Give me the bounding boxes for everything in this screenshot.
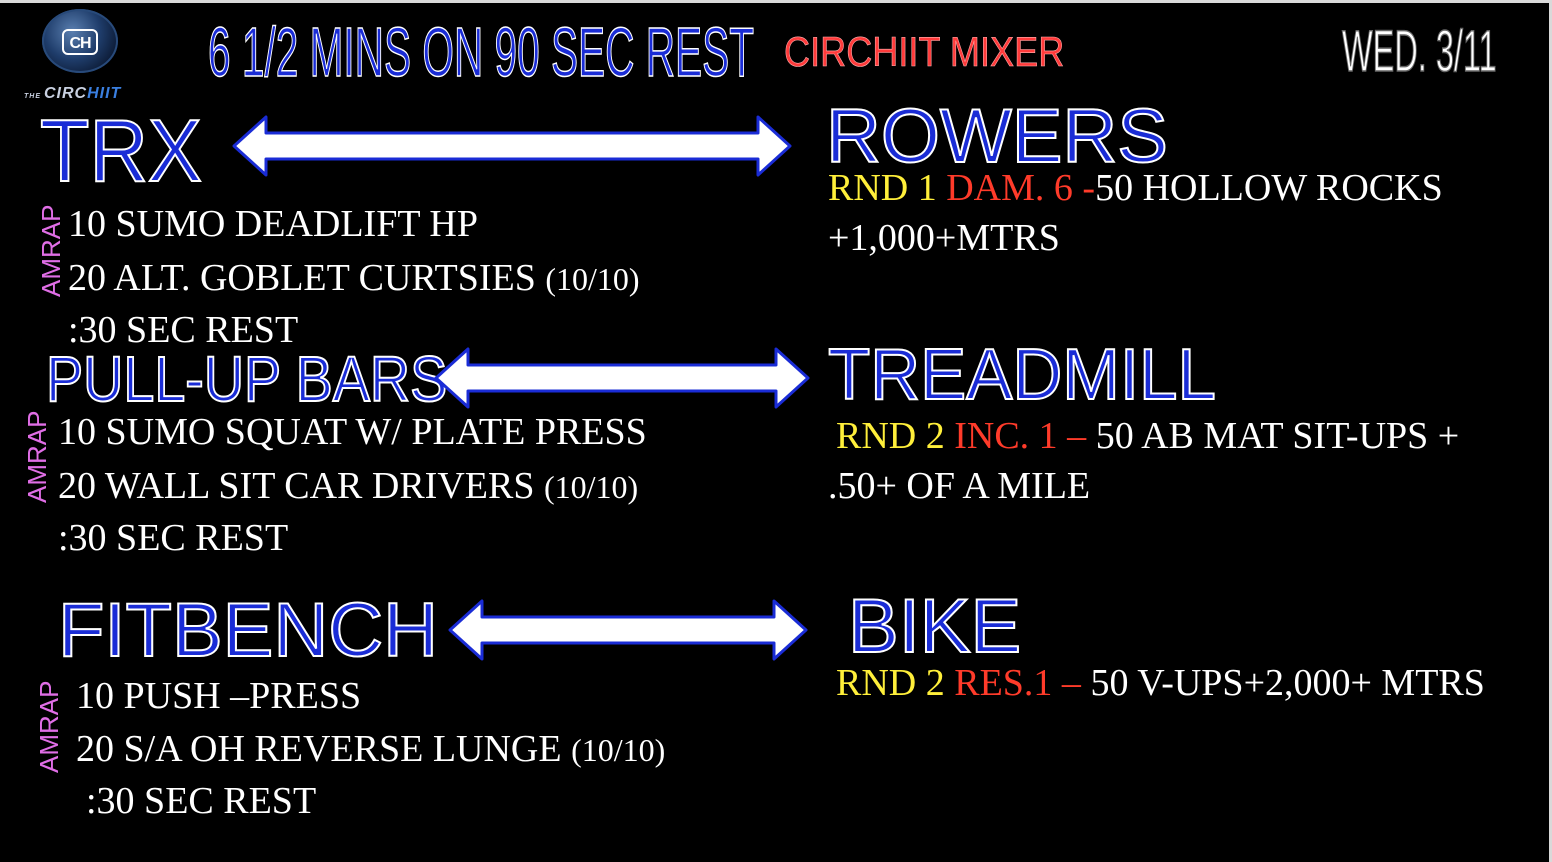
- double-arrow-icon: [434, 347, 810, 409]
- exercise-text: 20 ALT. GOBLET CURTSIES: [68, 257, 536, 299]
- round-detail: 50 HOLLOW ROCKS: [1095, 167, 1443, 209]
- station-trx: TRX: [39, 101, 203, 200]
- exercise-line: 20 ALT. GOBLET CURTSIES (10/10): [68, 259, 640, 297]
- exercise-line: 10 SUMO DEADLIFT HP: [68, 205, 478, 243]
- logo-accent: HIIT: [87, 85, 122, 102]
- exercise-line: 10 SUMO SQUAT W/ PLATE PRESS: [58, 413, 647, 451]
- round-label: RND 1: [828, 167, 937, 209]
- station-pull-up-bars: PULL-UP BARS: [45, 343, 448, 415]
- page-title: 6 1/2 MINS ON 90 SEC REST: [208, 13, 755, 91]
- exercise-text: :30 SEC REST: [68, 309, 299, 351]
- round-label: RND 2: [836, 415, 945, 457]
- logo-wordmark: THE CIRCHIIT: [24, 85, 144, 103]
- exercise-text: :30 SEC REST: [86, 780, 317, 822]
- station-treadmill: TREADMILL: [827, 335, 1217, 415]
- round-line: RND 2 RES.1 – 50 V-UPS+2,000+ MTRS: [836, 664, 1485, 702]
- round-line: RND 2 INC. 1 – 50 AB MAT SIT-UPS +: [836, 417, 1459, 455]
- logo-main: CIRC: [43, 85, 88, 102]
- exercise-text: 10 PUSH –PRESS: [76, 675, 362, 717]
- circhiit-logo-badge: [42, 9, 118, 73]
- round-detail: 50 AB MAT SIT-UPS +: [1086, 415, 1460, 457]
- amrap-label: AMRAP: [34, 680, 64, 773]
- exercise-line: 10 PUSH –PRESS: [76, 677, 361, 715]
- double-arrow-icon: [448, 599, 808, 661]
- workout-date: WED. 3/11: [1342, 19, 1497, 84]
- page-subtitle: CIRCHIIT MIXER: [784, 28, 1065, 75]
- round-line: RND 1 DAM. 6 -50 HOLLOW ROCKS: [828, 169, 1443, 207]
- station-bike: BIKE: [847, 584, 1022, 669]
- round-modifier: DAM. 6 -: [946, 167, 1096, 209]
- round-modifier: INC. 1 –: [954, 415, 1087, 457]
- exercise-text: :30 SEC REST: [58, 517, 289, 559]
- exercise-text: 20 S/A OH REVERSE LUNGE: [76, 728, 562, 770]
- amrap-label: AMRAP: [22, 410, 52, 503]
- round-detail: 50 V-UPS+2,000+ MTRS: [1080, 662, 1485, 704]
- exercise-text: 10 SUMO SQUAT W/ PLATE PRESS: [58, 411, 647, 453]
- round-line-2: +1,000+MTRS: [828, 217, 1060, 259]
- exercise-line: :30 SEC REST: [68, 311, 298, 349]
- round-modifier: RES.1 –: [954, 662, 1081, 704]
- station-rowers: ROWERS: [825, 94, 1169, 179]
- exercise-line: 20 WALL SIT CAR DRIVERS (10/10): [58, 467, 638, 505]
- logo-prefix: THE: [24, 93, 44, 100]
- logo-monogram: CH: [62, 29, 98, 55]
- exercise-line: :30 SEC REST: [86, 782, 316, 820]
- exercise-note: (10/10): [543, 469, 639, 505]
- amrap-label: AMRAP: [36, 204, 66, 297]
- exercise-note: (10/10): [571, 732, 666, 768]
- exercise-line: 20 S/A OH REVERSE LUNGE (10/10): [76, 730, 665, 768]
- round-line-2: .50+ OF A MILE: [828, 465, 1091, 507]
- round-label: RND 2: [836, 662, 945, 704]
- station-fitbench: FITBENCH: [57, 588, 439, 673]
- exercise-text: 10 SUMO DEADLIFT HP: [68, 203, 478, 245]
- double-arrow-icon: [232, 115, 792, 177]
- exercise-note: (10/10): [545, 261, 640, 297]
- exercise-text: 20 WALL SIT CAR DRIVERS: [58, 465, 535, 507]
- exercise-line: :30 SEC REST: [58, 519, 288, 557]
